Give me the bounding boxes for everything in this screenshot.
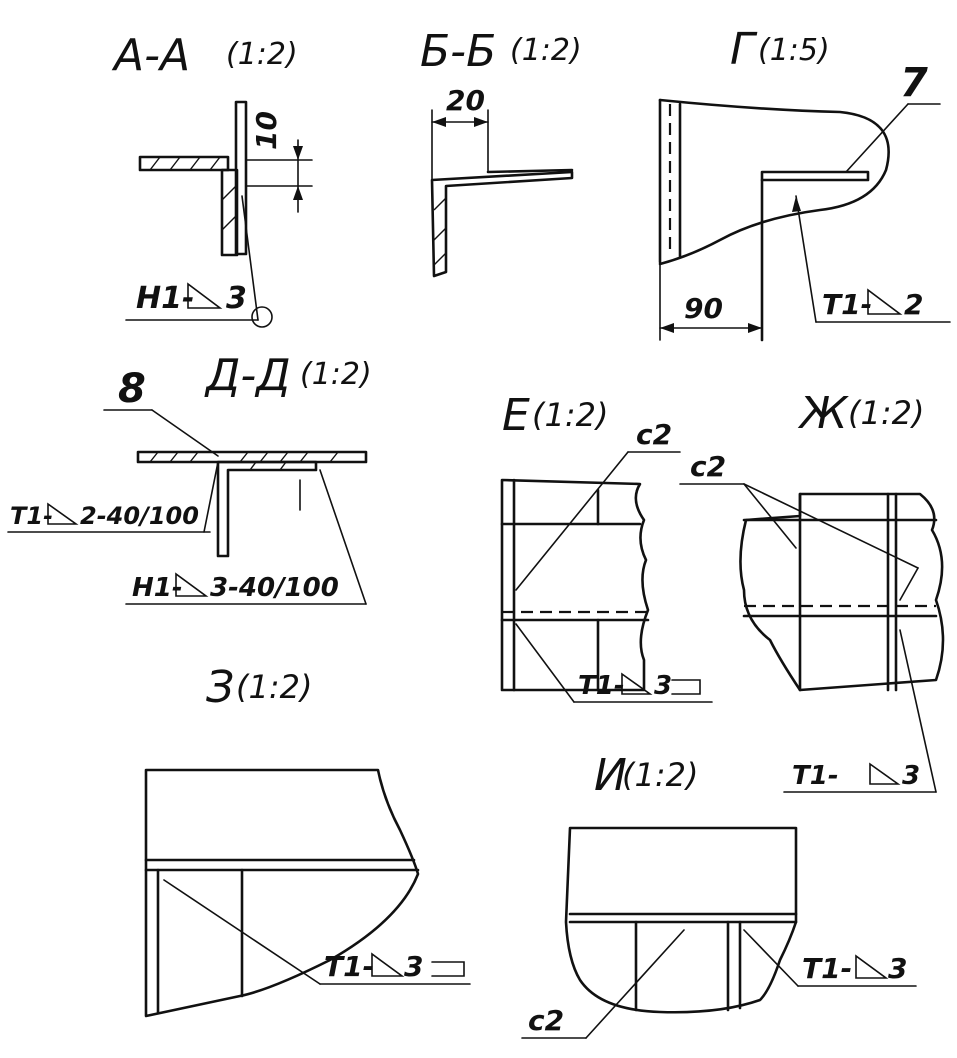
z-panel <box>144 768 420 1018</box>
dd-weld-bottom-code: Н1- <box>132 573 183 603</box>
weld-fillet-icon <box>869 762 901 785</box>
g-callout-7: 7 <box>845 60 941 173</box>
view-z-scale: (1:2) <box>236 668 312 706</box>
view-bb-title: Б-Б <box>420 26 496 77</box>
g-callout-number: 7 <box>900 60 928 106</box>
weld-fillet-icon <box>187 282 223 309</box>
view-z-title: З <box>206 662 234 713</box>
g-weld-callout: Т1- 2 <box>792 195 951 323</box>
g-weld-leg: 2 <box>904 288 923 321</box>
dd-weld-top-leg: 2-40/100 <box>80 502 199 530</box>
zh-note-text: с2 <box>690 450 726 483</box>
view-i: И (1:2) с2 Т1- 3 <box>521 750 917 1039</box>
view-i-scale: (1:2) <box>622 756 698 794</box>
e-weld-leg: 3 <box>654 671 672 701</box>
i-weld-callout: Т1- 3 <box>743 929 917 987</box>
aa-dimension: 10 <box>245 111 313 213</box>
aa-angle-section <box>138 100 248 257</box>
view-aa-title: А-А <box>111 30 190 81</box>
dd-callout-number: 8 <box>118 366 146 412</box>
e-note-c2: с2 <box>515 418 681 591</box>
view-dd-title: Д-Д <box>204 350 291 401</box>
i-note-text: с2 <box>528 1004 564 1037</box>
i-note-c2: с2 <box>521 929 685 1039</box>
bb-dimension: 20 <box>431 84 489 181</box>
weld-fillet-icon <box>371 952 405 977</box>
z-weld-leg: 3 <box>404 950 423 983</box>
dd-callout-8: 8 <box>103 366 219 457</box>
weld-circle-symbol <box>251 306 273 328</box>
zh-note-c2: с2 <box>679 450 919 601</box>
dd-weld-bottom: Н1- 3-40/100 <box>125 469 367 605</box>
z-weld-callout: Т1- 3 <box>163 879 471 985</box>
aa-weld-callout: Н1- 3 <box>125 195 273 328</box>
dd-weld-top-code: Т1- <box>10 502 53 530</box>
weld-fillet-icon <box>621 672 653 695</box>
view-aa-scale: (1:2) <box>226 37 298 72</box>
view-bb-scale: (1:2) <box>510 33 582 68</box>
view-bb: Б-Б (1:2) 20 <box>420 26 582 278</box>
e-weld-code: Т1- <box>578 671 625 701</box>
e-weld-callout: Т1- 3 <box>515 623 713 703</box>
zh-panel <box>739 492 945 692</box>
weld-fillet-icon <box>175 572 209 597</box>
weld-fillet-icon <box>867 288 903 315</box>
e-note-text: с2 <box>636 418 672 451</box>
view-zh-title: Ж <box>797 388 849 439</box>
zh-weld-code: Т1- <box>792 761 839 791</box>
view-g: Г (1:5) 7 90 Т1- 2 <box>658 24 951 342</box>
dd-weld-top: Т1- 2-40/100 <box>7 461 219 533</box>
g-dim-value: 90 <box>684 292 723 325</box>
view-i-title: И <box>594 750 627 801</box>
aa-weld-leg: 3 <box>226 281 247 316</box>
aa-dim-value: 10 <box>250 111 283 150</box>
e-panel <box>500 478 650 692</box>
view-dd-scale: (1:2) <box>300 357 372 392</box>
i-weld-leg: 3 <box>888 952 907 985</box>
g-plate <box>658 98 890 342</box>
view-e-scale: (1:2) <box>532 396 608 434</box>
bb-angle-section <box>430 168 574 278</box>
dd-weld-bottom-leg: 3-40/100 <box>210 573 339 603</box>
view-z: З (1:2) Т1- 3 <box>144 662 471 1018</box>
g-dimension: 90 <box>659 263 763 341</box>
view-zh-scale: (1:2) <box>848 394 924 432</box>
i-weld-code: Т1- <box>802 952 852 985</box>
i-panel <box>564 826 798 1014</box>
dd-section <box>136 450 368 558</box>
zh-weld-leg: 3 <box>902 761 920 791</box>
zh-weld-callout: Т1- 3 <box>783 629 937 793</box>
aa-weld-code: Н1- <box>136 281 194 316</box>
weld-bracket-icon <box>431 961 465 977</box>
view-e: Е (1:2) с2 Т1- 3 <box>500 390 713 703</box>
weld-fillet-icon <box>855 954 889 979</box>
weld-bracket-icon <box>671 679 701 695</box>
weld-fillet-icon <box>47 502 79 525</box>
view-g-title: Г <box>730 24 758 75</box>
view-zh: Ж (1:2) с2 Т1- 3 <box>679 388 945 793</box>
view-g-scale: (1:5) <box>758 33 830 68</box>
view-dd: Д-Д (1:2) 8 Т1- 2-40/100 <box>7 350 372 605</box>
g-weld-code: Т1- <box>822 288 872 321</box>
view-aa: А-А (1:2) 10 Н1- 3 <box>111 30 313 328</box>
bb-dim-value: 20 <box>446 84 485 117</box>
view-e-title: Е <box>502 390 530 441</box>
z-weld-code: Т1- <box>324 950 374 983</box>
